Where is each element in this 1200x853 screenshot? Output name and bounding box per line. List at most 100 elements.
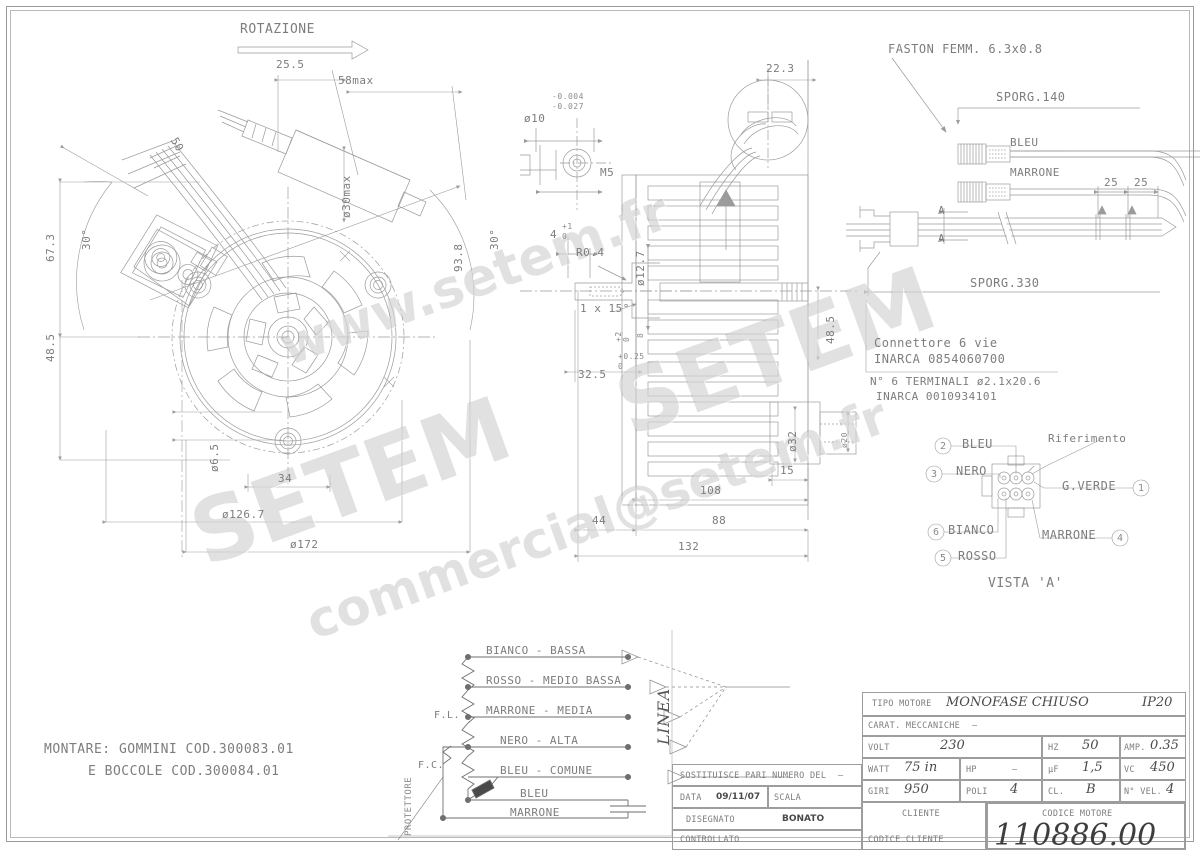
- schem-tap-bleu: BLEU - COMUNE: [500, 764, 593, 777]
- tb-val-poli: 4: [1010, 782, 1019, 797]
- sheet-border-inner: [10, 10, 1190, 838]
- schem-tap-nero: NERO - ALTA: [500, 734, 579, 747]
- tb-key-codice-cliente: CODICE CLIENTE: [868, 835, 944, 845]
- faston-note: FASTON FEMM. 6.3x0.8: [888, 42, 1043, 56]
- tb-val-data: 09/11/07: [716, 792, 761, 802]
- dim-58max: 58max: [338, 74, 374, 87]
- tb-val-cl: B: [1086, 782, 1096, 797]
- connector-note-line4: INARCA 0010934101: [876, 390, 998, 403]
- tb-val-tipo-motore: MONOFASE CHIUSO: [946, 695, 1089, 710]
- dim-93-8: 93.8: [452, 243, 465, 273]
- sporg-330: SPORG.330: [970, 276, 1040, 290]
- tol-2-lo: 0: [622, 336, 631, 342]
- dim-88: 88: [712, 514, 727, 527]
- tb-key-hp: HP: [966, 765, 977, 775]
- terminal-label-3: NERO: [956, 464, 987, 478]
- schem-tap-bianco: BIANCO - BASSA: [486, 644, 586, 657]
- dim-172: ø172: [290, 538, 319, 551]
- tb-val-amp: 0.35: [1150, 738, 1179, 753]
- dim-30deg-left: 30°: [80, 228, 93, 250]
- tol-325-lo: 0: [618, 362, 624, 371]
- thread-m5: M5: [600, 166, 615, 179]
- tb-cell-poli: [960, 780, 1042, 802]
- dim-12-7: ø12.7: [634, 250, 647, 286]
- tb-key-cliente: CLIENTE: [902, 809, 940, 819]
- dim-4: 4: [550, 228, 558, 241]
- dim-25-b: 25: [1134, 176, 1149, 189]
- dim-30deg-right: 30°: [488, 228, 501, 250]
- tb-cell-tipo-motore: [862, 692, 1186, 716]
- sporg-140: SPORG.140: [996, 90, 1066, 104]
- dim-20: ø20: [840, 432, 849, 448]
- section-mark-a-top: A: [938, 204, 946, 217]
- balloon-1: 1: [1138, 483, 1145, 494]
- dim-48-5-section: 48.5: [824, 315, 837, 345]
- tol-4-lo: 0: [562, 232, 568, 241]
- tb-cell-hz: [1042, 736, 1120, 758]
- balloon-4: 4: [1117, 533, 1124, 544]
- tb-key-disegnato: DISEGNATO: [686, 815, 735, 825]
- dim-132: 132: [678, 540, 700, 553]
- terminal-label-4: MARRONE: [1042, 528, 1097, 542]
- schem-tap-marrone: MARRONE - MEDIA: [486, 704, 593, 717]
- tb-key-codice-motore: CODICE MOTORE: [1042, 809, 1113, 819]
- dim-25-5: 25.5: [276, 58, 305, 71]
- dim-126-7: ø126.7: [222, 508, 265, 521]
- tb-val-disegnato: BONATO: [782, 814, 825, 824]
- schem-cap-bleu: BLEU: [520, 787, 549, 800]
- balloon-2: 2: [940, 441, 947, 452]
- tb-key-amp: AMP.: [1124, 743, 1146, 753]
- balloon-5: 5: [940, 553, 947, 564]
- connector-note-line2: INARCA 0854060700: [874, 352, 1006, 366]
- tb-cell-hp: [960, 758, 1042, 780]
- schem-protettore-label: PROTETTORE: [404, 776, 414, 836]
- schem-cap-marrone: MARRONE: [510, 806, 560, 819]
- dim-25-a: 25: [1104, 176, 1119, 189]
- tb-key-cl: CL.: [1048, 787, 1065, 797]
- tb-key-vc: VC: [1124, 765, 1135, 775]
- terminal-label-2: BLEU: [962, 437, 993, 451]
- tb-cell-giri: [862, 780, 960, 802]
- tb-val-giri: 950: [904, 782, 929, 797]
- tb-cell-volt: [862, 736, 1042, 758]
- dim-15: 15: [780, 464, 795, 477]
- tb-val-vc: 450: [1150, 760, 1175, 775]
- dim-22-3: 22.3: [766, 62, 795, 75]
- tb-cell-watt: [862, 758, 960, 780]
- tb-cell-sostituisce: [672, 764, 862, 786]
- tb-key-nvel: N° VEL.: [1124, 787, 1162, 797]
- dim-34: 34: [278, 472, 293, 485]
- tb-cell-cl: [1042, 780, 1120, 802]
- tb-key-scala: SCALA: [774, 793, 802, 803]
- tol-lower: -0.027: [552, 102, 584, 111]
- tb-cell-scala: [768, 786, 862, 808]
- dim-chamfer: 1 x 15°: [580, 302, 630, 315]
- tb-val-hz: 50: [1082, 738, 1099, 753]
- dim-10: ø10: [524, 112, 546, 125]
- dim-67-3: 67.3: [44, 233, 57, 263]
- tb-key-giri: GIRI: [868, 787, 890, 797]
- rotation-label: ROTAZIONE: [240, 22, 315, 37]
- tb-key-data: DATA: [680, 793, 702, 803]
- dim-32: ø32: [786, 430, 799, 452]
- tb-cell-amp: [1120, 736, 1186, 758]
- tb-val-codice-motore: 110886.00: [994, 818, 1157, 853]
- tb-val-volt: 230: [940, 738, 965, 753]
- tb-cell-uf: [1042, 758, 1120, 780]
- balloon-6: 6: [933, 527, 940, 538]
- schem-fc-label: F.C.: [418, 760, 445, 771]
- tb-cell-disegnato: [672, 808, 862, 830]
- tb-key-sostituisce: SOSTITUISCE PARI NUMERO DEL: [680, 771, 827, 781]
- tb-cell-vc: [1120, 758, 1186, 780]
- tb-val-hp: –: [1012, 765, 1018, 775]
- tb-key-uf: µF: [1048, 765, 1059, 775]
- connector-note-line1: Connettore 6 vie: [874, 336, 998, 350]
- dim-44: 44: [592, 514, 607, 527]
- dim-108: 108: [700, 484, 722, 497]
- tb-val-ip: IP20: [1142, 695, 1173, 710]
- section-mark-a-bottom: A: [938, 232, 946, 245]
- dim-32-5: 32.5: [578, 368, 607, 381]
- wire-bleu-label: BLEU: [1010, 136, 1039, 149]
